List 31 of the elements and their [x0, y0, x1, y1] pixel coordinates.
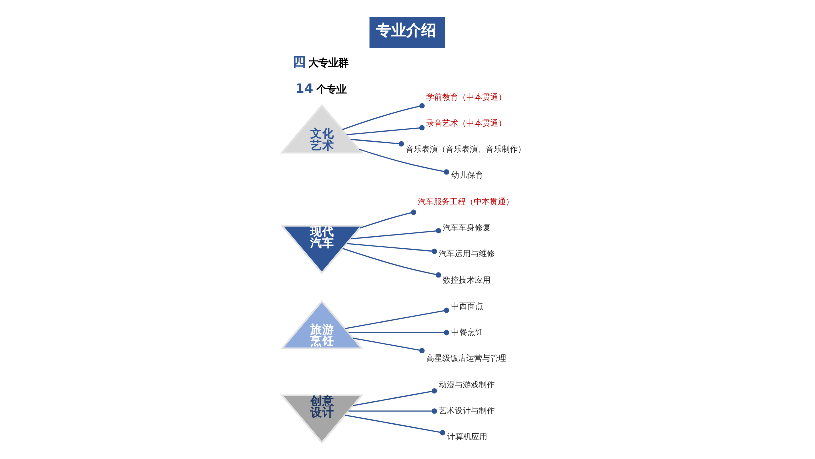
connector: [350, 139, 404, 147]
node-text: 高星级饭店运营与管理: [426, 353, 507, 364]
node-text: 动漫与游戏制作: [439, 379, 496, 390]
node-text: 音乐表演（音乐表演、音乐制作）: [406, 144, 526, 154]
label: 四 大专业群: [293, 56, 349, 71]
node-text: 艺术设计与制作: [439, 405, 496, 416]
node-text: 汽车运用与维修: [439, 248, 496, 259]
label: 14 个专业: [296, 82, 347, 97]
diagram-title: 专业介绍: [376, 22, 437, 40]
connector: [345, 414, 446, 436]
node-text: 汽车服务工程（中本贯通）: [418, 196, 514, 206]
node-text: 汽车车身修复: [443, 222, 492, 232]
connector: [353, 388, 438, 406]
node-text: 数控技术应用: [443, 274, 492, 285]
connector: [353, 338, 425, 354]
connector: [342, 248, 442, 278]
connector: [342, 103, 425, 130]
node-text: 学前教育（中本贯通）: [426, 92, 507, 102]
connector: [359, 148, 450, 175]
connector: [346, 243, 438, 254]
node-text: 中西面点: [451, 300, 484, 311]
node-text: 计算机应用: [447, 432, 488, 442]
node-text: 幼儿保育: [451, 170, 484, 180]
connector: [348, 408, 438, 414]
connector: [348, 330, 450, 336]
node-text: 中餐烹饪: [451, 327, 484, 338]
connector: [360, 210, 417, 229]
connector: [350, 228, 442, 240]
connector: [345, 308, 450, 330]
node-text: 录音艺术（中本贯通）: [426, 118, 507, 128]
connector: [346, 125, 425, 136]
